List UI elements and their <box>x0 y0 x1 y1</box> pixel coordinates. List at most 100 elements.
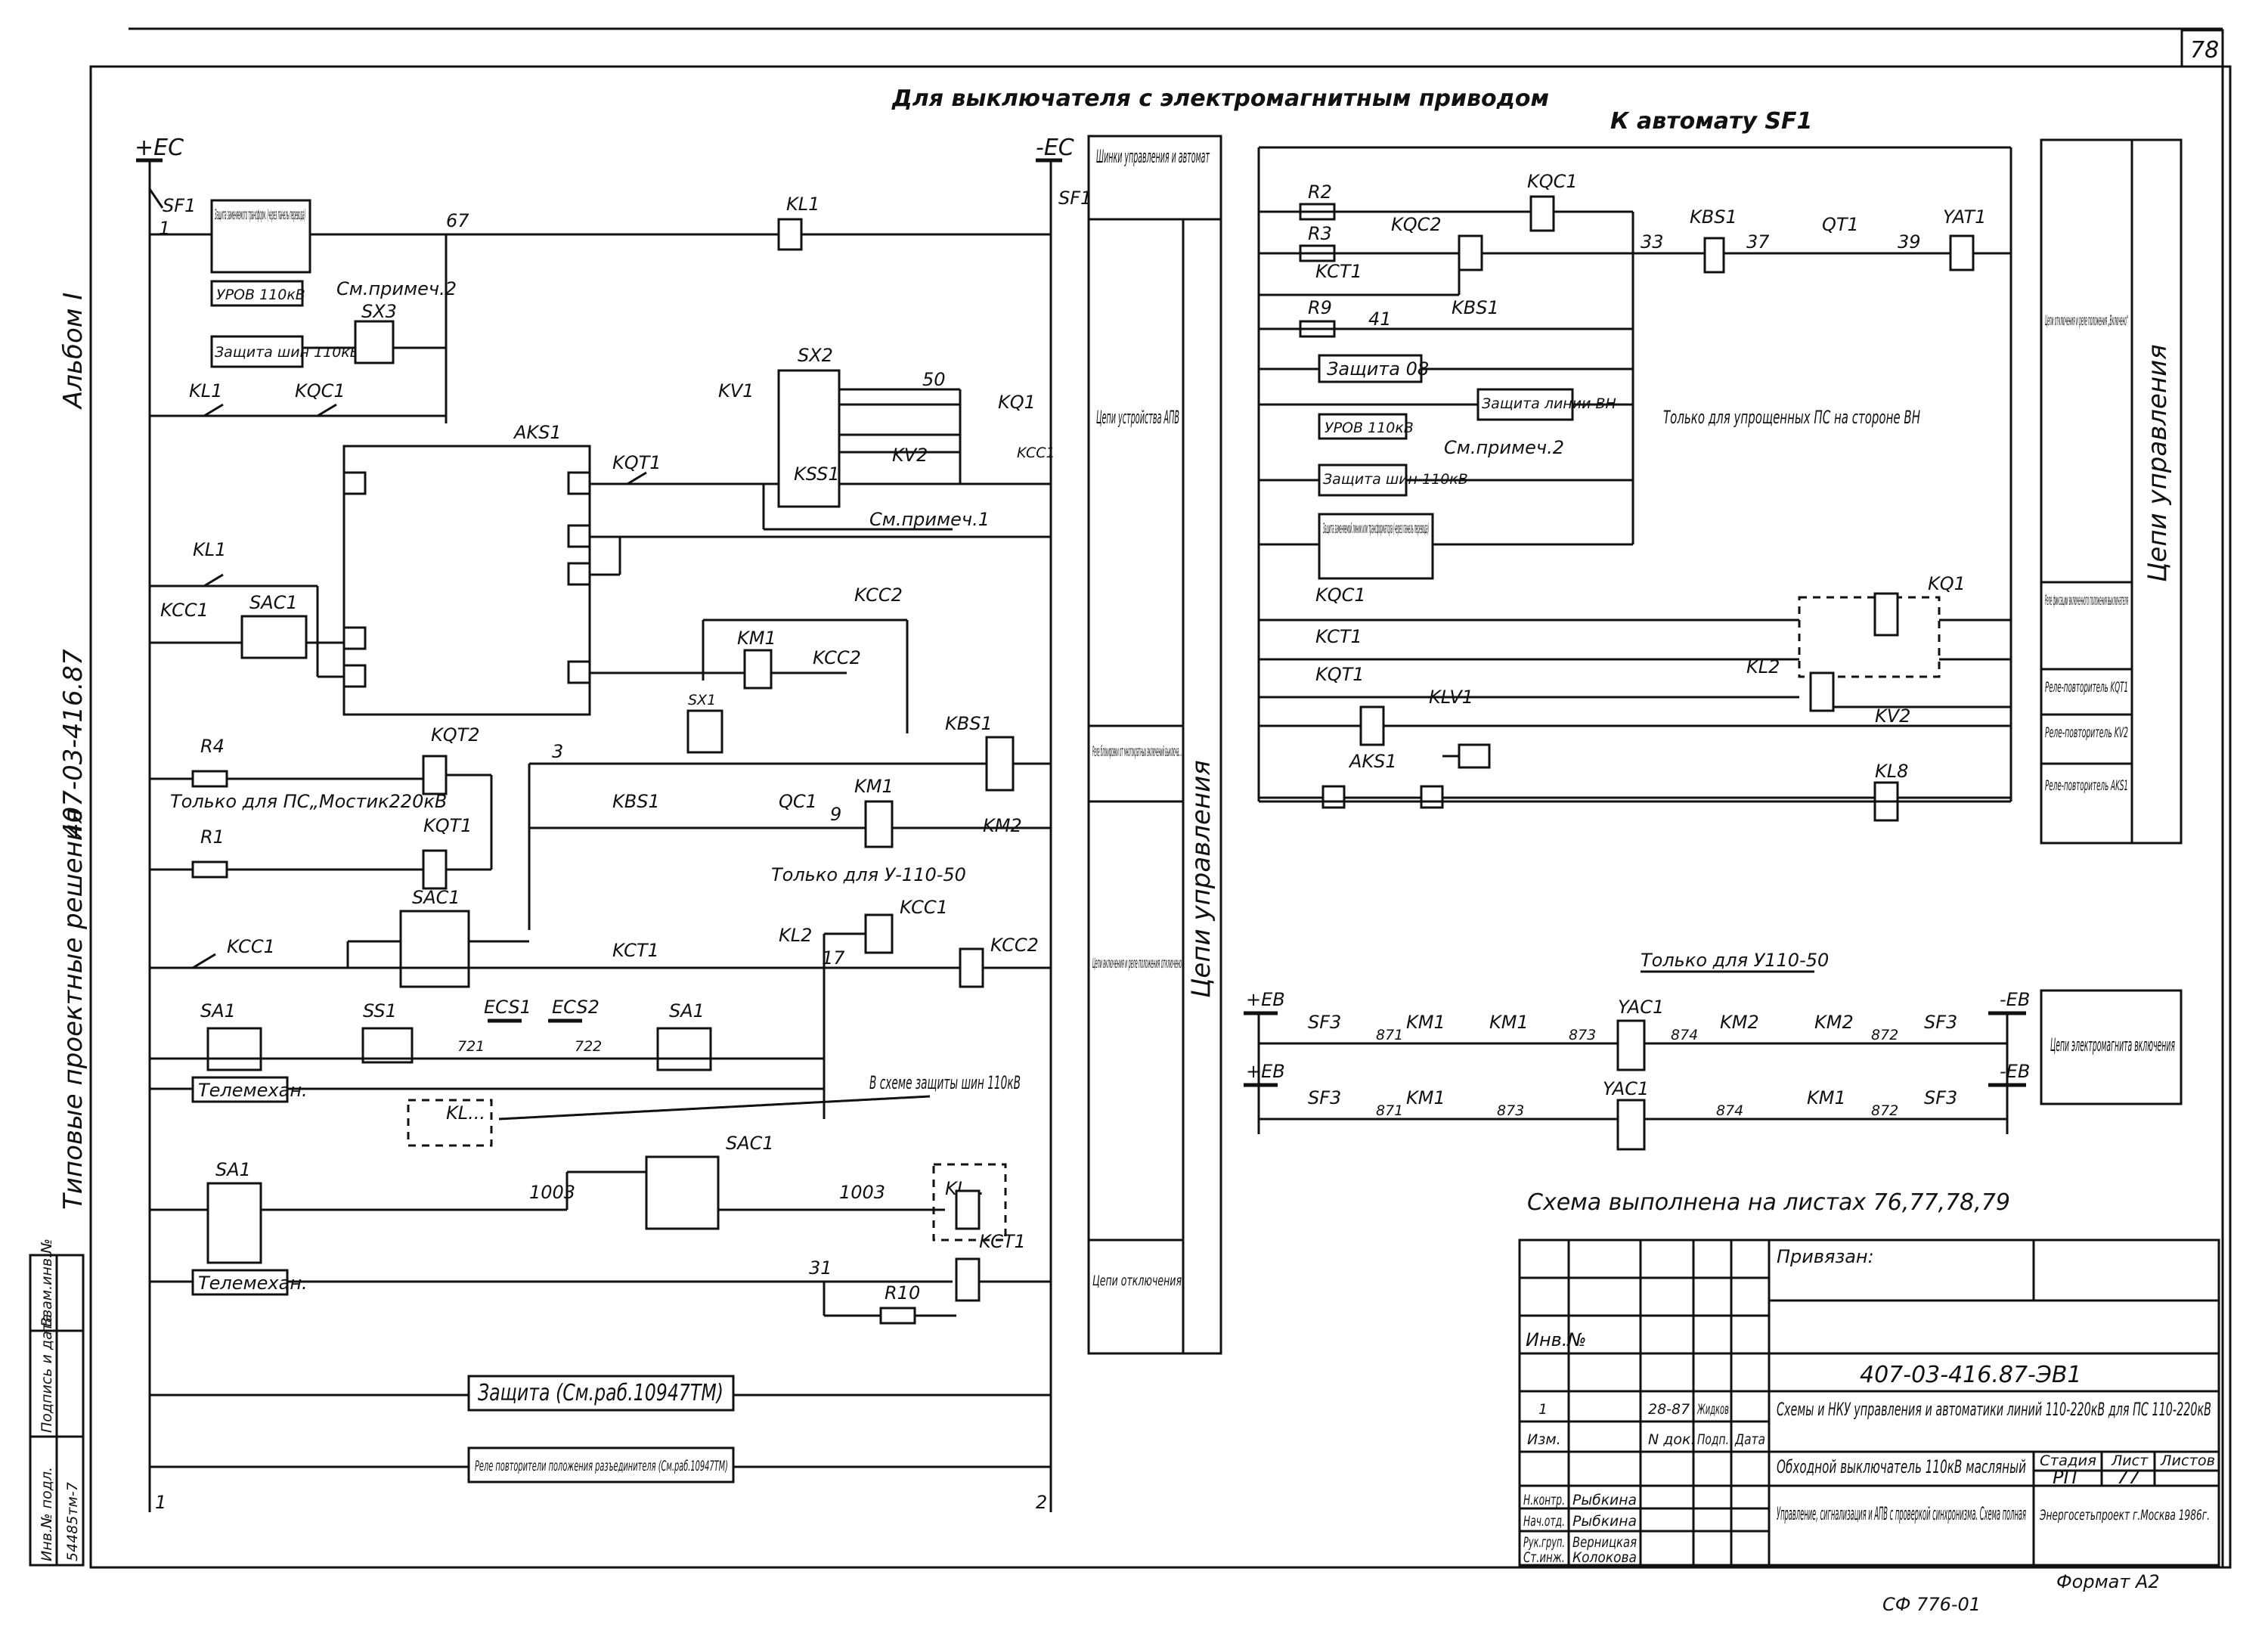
node-67: 67 <box>446 210 469 231</box>
em-pos-ev-2: +ЕВ <box>1246 1061 1285 1082</box>
r-kv2: KV2 <box>1875 705 1910 727</box>
kcc2-label: KCC2 <box>854 584 903 606</box>
r-klv1: KLV1 <box>1429 687 1473 708</box>
r-r9: R9 <box>1308 297 1332 318</box>
n722: 722 <box>575 1038 602 1055</box>
em-sf3-2: SF3 <box>1308 1087 1341 1108</box>
right-col-frame <box>2040 138 2183 845</box>
kcc1-bottom-label: KCC1 <box>227 936 275 957</box>
mid-shinki: Шинки управления и автомат <box>1096 146 1210 167</box>
em-yac1-coil-1 <box>1616 1019 1646 1071</box>
tb-signer-role-3: Ст.инж. <box>1523 1549 1565 1566</box>
sac1-top-switch <box>240 615 308 659</box>
tb-sheet-desc: Управление, сигнализация и АПВ с проверк… <box>1777 1503 2026 1524</box>
em-km1-1a: KM1 <box>1406 1012 1445 1033</box>
mid-tsepi-otkl: Цепи отключения <box>1092 1273 1182 1289</box>
ecs1-label: ECS1 <box>484 997 531 1018</box>
kv2-label: KV2 <box>892 445 928 466</box>
tb-signer-role-2: Рук.груп. <box>1523 1534 1565 1551</box>
km1-upper-coil <box>743 649 773 690</box>
kl-dots-box <box>407 1099 493 1147</box>
em-874-2: 874 <box>1716 1102 1743 1119</box>
km1-upper-label: KM1 <box>737 628 776 649</box>
kqt1-coil-label: KQT1 <box>423 815 472 836</box>
r-see-note2: См.примеч.2 <box>1444 437 1564 458</box>
em-872-1: 872 <box>1871 1027 1898 1043</box>
r4-label: R4 <box>200 736 225 757</box>
tb-list-h: Лист <box>2111 1452 2149 1469</box>
kqt1-coil <box>422 849 448 890</box>
rele-povt-label: Реле повторители положения разъединителя… <box>475 1458 728 1474</box>
mid-tsepi-ustr: Цепи устройства АПВ <box>1096 407 1179 428</box>
stamp-inv-value: 54485тм-7 <box>64 1482 81 1561</box>
tb-stadia: РП <box>2053 1467 2077 1488</box>
zash-shin-left-text: Защита шин 110кВ <box>215 344 360 361</box>
sa1-right-switch <box>656 1027 712 1071</box>
r-n37: 37 <box>1746 231 1770 253</box>
kct1-coil-label: KCT1 <box>979 1231 1026 1252</box>
aks1-block <box>342 445 591 716</box>
node-2-bottom: 2 <box>1036 1492 1047 1513</box>
bottom-code: СФ 776-01 <box>1882 1594 1981 1615</box>
em-873-2: 873 <box>1497 1102 1524 1119</box>
kcc2-coil-label: KCC2 <box>990 935 1039 956</box>
r-yat1: YAT1 <box>1943 206 1986 228</box>
kbs1-coil-label: KBS1 <box>945 713 993 734</box>
bus-neg-ec: -ЕС <box>1036 135 1074 161</box>
kl-dots-coil-box <box>932 1163 1007 1242</box>
r-qt1: QT1 <box>1822 214 1859 235</box>
r-kl8: KL8 <box>1875 761 1908 782</box>
em-sf3-1b: SF3 <box>1924 1012 1957 1033</box>
r-kct1: KCT1 <box>1315 261 1362 282</box>
kcc2-lower-label: KCC2 <box>813 647 861 668</box>
km1-lower-coil <box>864 800 894 848</box>
sac1-top-label: SAC1 <box>249 592 298 613</box>
em-km1-2a: KM1 <box>1406 1087 1445 1108</box>
tb-head-podp: Подп. <box>1697 1431 1729 1448</box>
r-aks1: AKS1 <box>1348 751 1397 772</box>
tb-doc-code: 407-03-416.87-ЭВ1 <box>1860 1362 2082 1388</box>
em-873-1: 873 <box>1569 1027 1596 1043</box>
tb-head-data: Дата <box>1734 1431 1765 1448</box>
kq1-label: KQ1 <box>998 392 1036 413</box>
em-neg-ev-1: -ЕВ <box>2000 989 2030 1010</box>
em-km1-2b: KM1 <box>1807 1087 1846 1108</box>
r-zash-zamen-box <box>1318 513 1434 580</box>
tb-inv-no: Инв.№ <box>1526 1329 1586 1350</box>
tb-rev-3: Жидков <box>1696 1401 1729 1418</box>
album-label: Альбом I <box>58 293 88 410</box>
page-number-box <box>2180 29 2224 68</box>
mid-column-frame <box>1087 135 1222 1355</box>
sac1-mid-label: SAC1 <box>412 887 460 908</box>
r-kbs1: KBS1 <box>1690 206 1737 228</box>
title-block <box>1518 1239 2220 1567</box>
format-label: Формат А2 <box>2056 1571 2160 1592</box>
kqc1-contact-label: KQC1 <box>295 380 345 401</box>
tb-privyazan: Привязан: <box>1777 1246 1874 1267</box>
stamp-vzam: Взам.инв.№ <box>39 1239 55 1327</box>
em-sf3-2b: SF3 <box>1924 1087 1957 1108</box>
v-scheme-label: В схеме защиты шин 110кВ <box>869 1072 1021 1093</box>
zashita-box <box>467 1375 735 1412</box>
mid-rele-blok: Реле блокировки от многократных включени… <box>1092 743 1182 760</box>
bus-pos-ec: +ЕС <box>135 135 184 161</box>
sa1-lower-label: SA1 <box>215 1159 251 1180</box>
kcc1-top-label: KCC1 <box>1017 445 1055 461</box>
sac1-lower-label: SAC1 <box>726 1133 774 1154</box>
urov-left-text: УРОВ 110кВ <box>216 287 305 303</box>
em-871-2: 871 <box>1376 1102 1403 1119</box>
r-kqt1: KQT1 <box>1315 664 1365 685</box>
km2-label: KM2 <box>983 815 1022 836</box>
aks1-label: AKS1 <box>513 422 562 443</box>
typical-solutions-vertical: Типовые проектные решения <box>58 809 88 1211</box>
node-1-left: 1 <box>159 218 170 239</box>
r-urov-box <box>1318 413 1408 440</box>
r-kqc2: KQC2 <box>1391 214 1442 235</box>
em-yac1-2: YAC1 <box>1603 1078 1649 1099</box>
n50: 50 <box>922 369 946 390</box>
telemech-1: Телемехан. <box>198 1080 308 1101</box>
em-label-box <box>2040 989 2183 1105</box>
tb-rev-1: 1 <box>1538 1401 1548 1418</box>
r-n39: 39 <box>1898 231 1921 253</box>
